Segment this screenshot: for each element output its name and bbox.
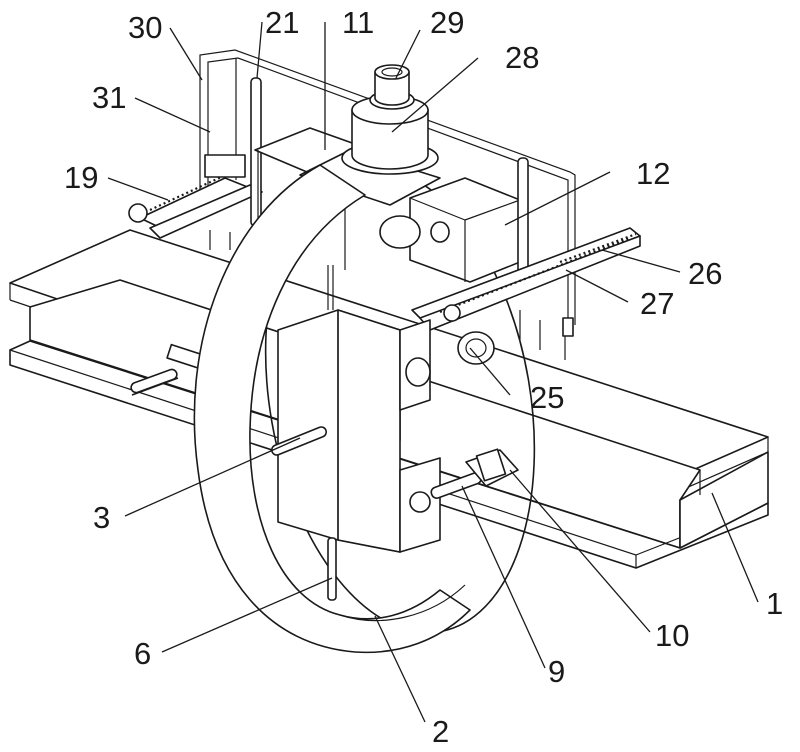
label-11: 11: [342, 5, 374, 40]
wheel-25: [458, 332, 494, 364]
label-6: 6: [134, 636, 151, 671]
rod-6: [328, 538, 336, 600]
label-27: 27: [640, 286, 674, 321]
label-19: 19: [64, 160, 98, 195]
label-26: 26: [688, 256, 722, 291]
label-9: 9: [548, 654, 565, 689]
label-31: 31: [92, 80, 126, 115]
label-25: 25: [530, 380, 564, 415]
label-1: 1: [766, 586, 783, 621]
label-30: 30: [128, 10, 162, 45]
label-3: 3: [93, 500, 110, 535]
label-21: 21: [265, 5, 299, 40]
label-28: 28: [505, 40, 539, 75]
label-12: 12: [636, 156, 670, 191]
motor-28: [342, 65, 438, 174]
label-2: 2: [432, 714, 449, 749]
label-10: 10: [655, 618, 689, 653]
label-29: 29: [430, 5, 464, 40]
